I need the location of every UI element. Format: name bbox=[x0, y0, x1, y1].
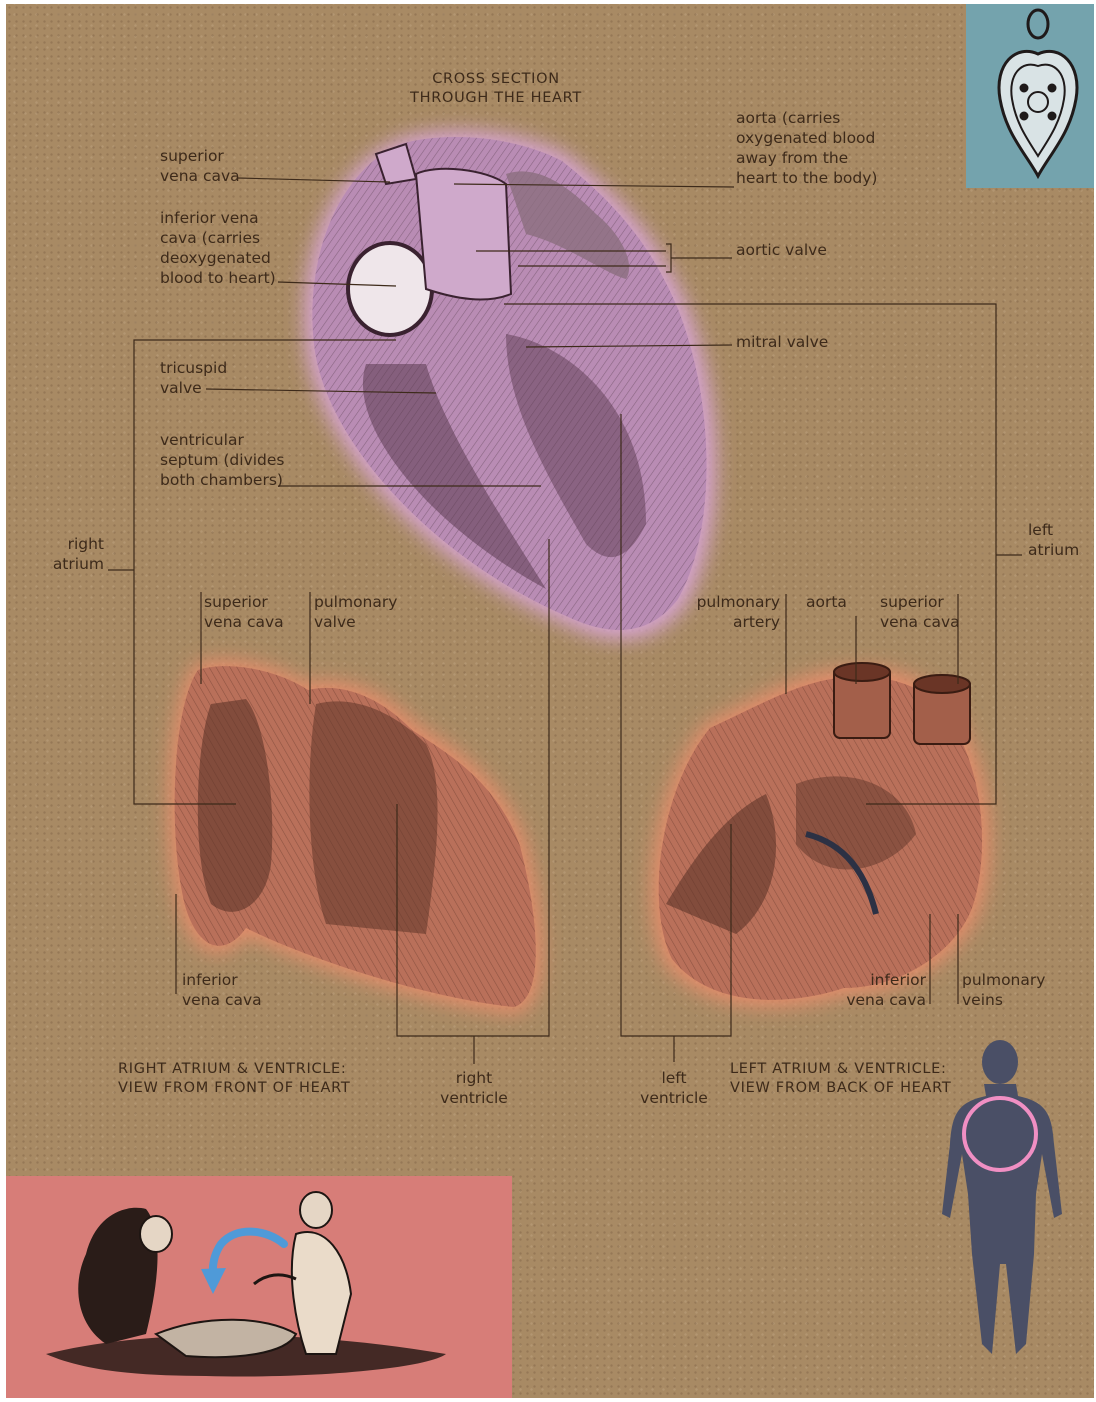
label-back-inferior-vena-cava: inferior vena cava bbox=[836, 970, 926, 1010]
back-view-heart bbox=[652, 663, 990, 1006]
label-left-ventricle: left ventricle bbox=[626, 1068, 722, 1108]
cpr-scene bbox=[46, 1192, 446, 1377]
front-view-caption: RIGHT ATRIUM & VENTRICLE: VIEW FROM FRON… bbox=[118, 1060, 350, 1098]
label-left-atrium: left atrium bbox=[1028, 520, 1079, 560]
front-view-heart bbox=[169, 660, 542, 1014]
cross-section-heart bbox=[304, 131, 716, 640]
label-right-atrium: right atrium bbox=[36, 534, 104, 574]
back-view-caption: LEFT ATRIUM & VENTRICLE: VIEW FROM BACK … bbox=[730, 1060, 951, 1098]
label-tricuspid-valve: tricuspid valve bbox=[160, 358, 227, 398]
label-right-ventricle: right ventricle bbox=[426, 1068, 522, 1108]
label-mitral-valve: mitral valve bbox=[736, 332, 828, 352]
label-superior-vena-cava: superior vena cava bbox=[160, 146, 240, 186]
label-inferior-vena-cava: inferior vena cava (carries deoxygenated… bbox=[160, 208, 276, 288]
human-silhouette-icon bbox=[942, 1040, 1062, 1354]
label-front-superior-vena-cava: superior vena cava bbox=[204, 592, 284, 632]
label-front-pulmonary-valve: pulmonary valve bbox=[314, 592, 397, 632]
heart-locket-icon bbox=[999, 10, 1077, 176]
label-back-superior-vena-cava: superior vena cava bbox=[880, 592, 960, 632]
label-aortic-valve: aortic valve bbox=[736, 240, 827, 260]
label-ventricular-septum: ventricular septum (divides both chamber… bbox=[160, 430, 285, 490]
label-back-pulmonary-veins: pulmonary veins bbox=[962, 970, 1045, 1010]
label-front-inferior-vena-cava: inferior vena cava bbox=[182, 970, 262, 1010]
label-aorta: aorta (carries oxygenated blood away fro… bbox=[736, 108, 877, 188]
page-title: CROSS SECTION THROUGH THE HEART bbox=[386, 70, 606, 108]
label-back-aorta: aorta bbox=[806, 592, 847, 612]
anatomy-page: CROSS SECTION THROUGH THE HEART superior… bbox=[6, 4, 1094, 1398]
curved-arrow-icon bbox=[201, 1232, 284, 1294]
label-back-pulmonary-artery: pulmonary artery bbox=[686, 592, 780, 632]
